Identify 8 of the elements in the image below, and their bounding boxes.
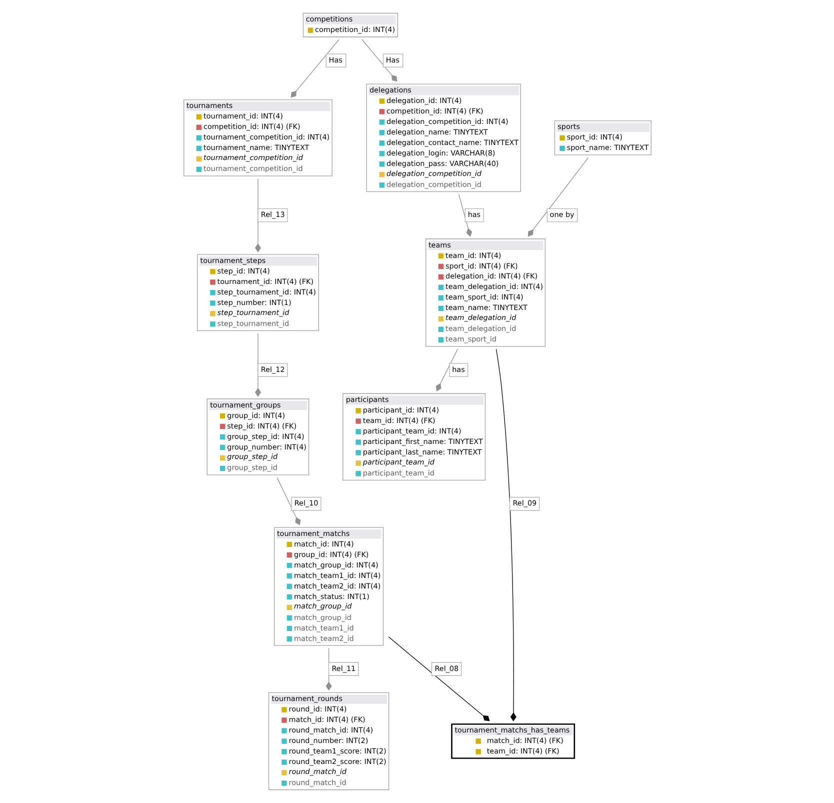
connector (276, 477, 300, 526)
connector (527, 157, 588, 237)
connector (388, 636, 490, 722)
connector (458, 194, 472, 237)
connector (361, 39, 397, 82)
connector (290, 39, 339, 98)
connector (435, 348, 458, 392)
connector (495, 348, 516, 722)
